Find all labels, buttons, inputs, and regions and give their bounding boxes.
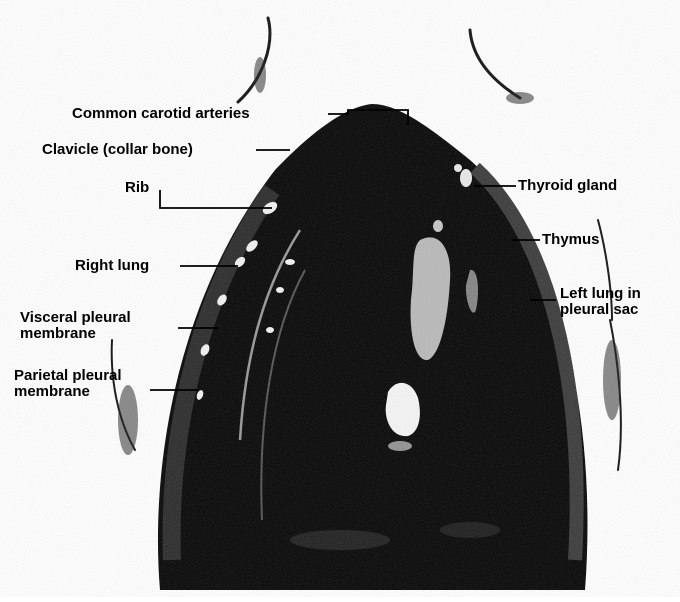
label-clavicle: Clavicle (collar bone) [42,142,193,158]
label-thyroid-gland: Thyroid gland [518,178,617,194]
label-thymus: Thymus [542,232,600,248]
label-right-lung: Right lung [75,258,149,274]
label-common-carotid-arteries: Common carotid arteries [72,106,250,122]
label-visceral-pleural-membrane: Visceral pleural membrane [20,310,131,342]
label-left-lung-in-pleural-sac: Left lung in pleural sac [560,286,641,318]
label-rib: Rib [125,180,149,196]
label-parietal-pleural-membrane: Parietal pleural membrane [14,368,122,400]
